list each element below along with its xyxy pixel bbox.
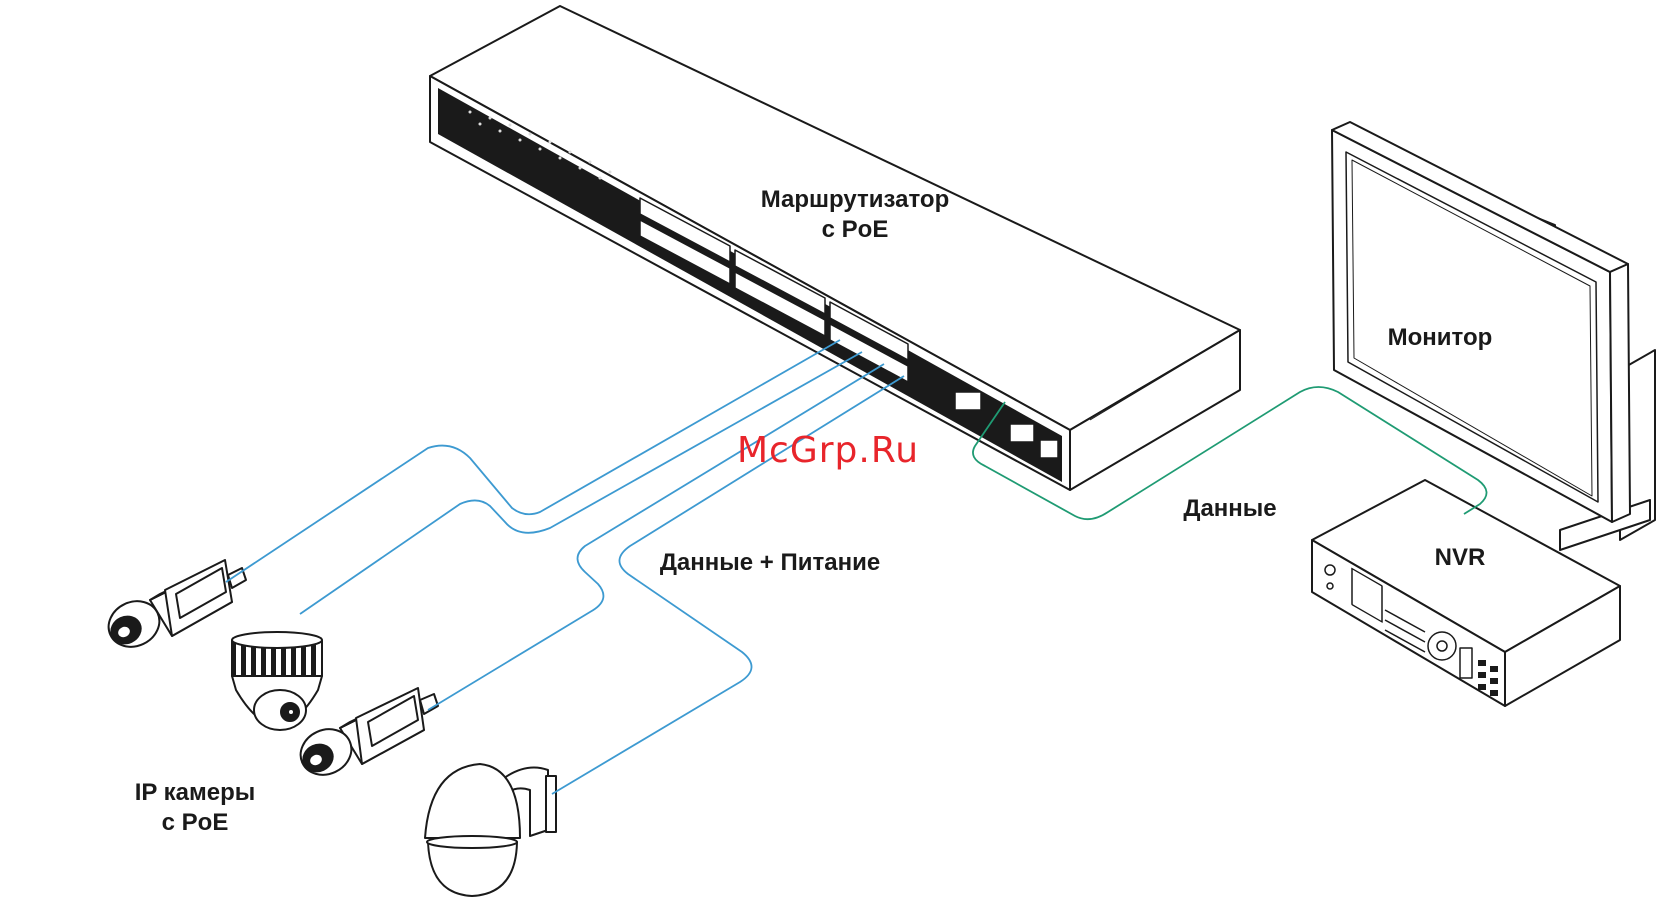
monitor-label: Монитор [1360,323,1520,353]
router-label-line2: с PoE [715,215,995,245]
cameras-label: IP камеры с PoE [110,778,280,838]
nvr-icon [1312,480,1620,706]
ptz-camera-icon [425,764,556,896]
cameras-label-line1: IP камеры [110,778,280,808]
data-label: Данные [1150,494,1310,524]
poe-cable-3 [428,364,884,710]
monitor-label-text: Монитор [1360,323,1520,353]
box-camera-icon [293,688,438,783]
dome-camera-icon [232,632,322,730]
data-power-label: Данные + Питание [630,548,910,578]
data-label-text: Данные [1150,494,1310,524]
router-label-line1: Маршрутизатор [715,185,995,215]
router-label: Маршрутизатор с PoE [715,185,995,245]
nvr-label: NVR [1410,543,1510,573]
nvr-label-text: NVR [1410,543,1510,573]
watermark: McGrp.Ru [737,430,919,471]
box-camera-icon [101,560,246,655]
poe-switch-icon [430,6,1240,490]
cameras-label-line2: с PoE [110,808,280,838]
data-power-label-text: Данные + Питание [630,548,910,578]
